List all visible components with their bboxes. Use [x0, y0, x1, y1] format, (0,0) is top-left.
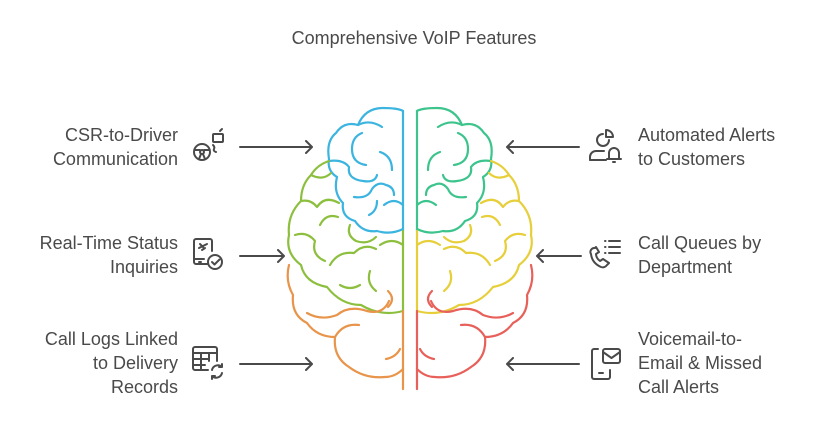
label-line: Inquiries [109, 257, 178, 277]
phone-list-icon [585, 235, 625, 275]
label-line: Call Alerts [638, 377, 720, 397]
label-line: CSR-to-Driver [64, 125, 178, 145]
brain-lobe-bottom-right [415, 263, 534, 391]
label-line: Communication [52, 149, 178, 169]
brain-lobe-mid-right [415, 159, 533, 315]
label-line: Email & Missed [638, 353, 763, 373]
label-line: Call Logs Linked [44, 329, 178, 349]
feature-label-csr-to-driver: CSR-to-Driver Communication [8, 123, 178, 171]
brain-lobe-bottom-left [286, 263, 405, 391]
steering-wheel-chat-icon [188, 125, 228, 165]
label-line: to Customers [638, 149, 746, 169]
label-line: Real-Time Status [39, 233, 178, 253]
feature-label-call-queues: Call Queues by Department [638, 231, 828, 279]
label-line: Records [110, 377, 178, 397]
phone-checkmark-icon [188, 235, 228, 275]
label-line: Voicemail-to- [638, 329, 743, 349]
label-line: Automated Alerts [638, 125, 776, 145]
arrow-left-icon [503, 140, 581, 154]
arrow-left-icon [533, 249, 611, 263]
table-sync-icon [188, 344, 228, 384]
brain-lobe-top-right [415, 106, 493, 234]
label-line: to Delivery [92, 353, 178, 373]
feature-label-call-logs: Call Logs Linked to Delivery Records [8, 327, 178, 399]
mobile-mail-icon [585, 344, 625, 384]
brain-lobe-mid-left [287, 159, 405, 315]
arrow-right-icon [238, 357, 316, 371]
diagram-title: Comprehensive VoIP Features [291, 28, 537, 48]
arrow-right-icon [238, 249, 316, 263]
arrow-right-icon [238, 140, 316, 154]
brain-lobe-top-left [327, 106, 405, 234]
user-chart-bell-icon [585, 125, 625, 165]
brain-illustration [280, 95, 540, 395]
label-line: Department [638, 257, 733, 277]
label-line: Call Queues by [638, 233, 762, 253]
feature-label-automated-alerts: Automated Alerts to Customers [638, 123, 828, 171]
feature-label-real-time-status: Real-Time Status Inquiries [8, 231, 178, 279]
arrow-left-icon [503, 357, 581, 371]
feature-label-voicemail: Voicemail-to- Email & Missed Call Alerts [638, 327, 828, 399]
